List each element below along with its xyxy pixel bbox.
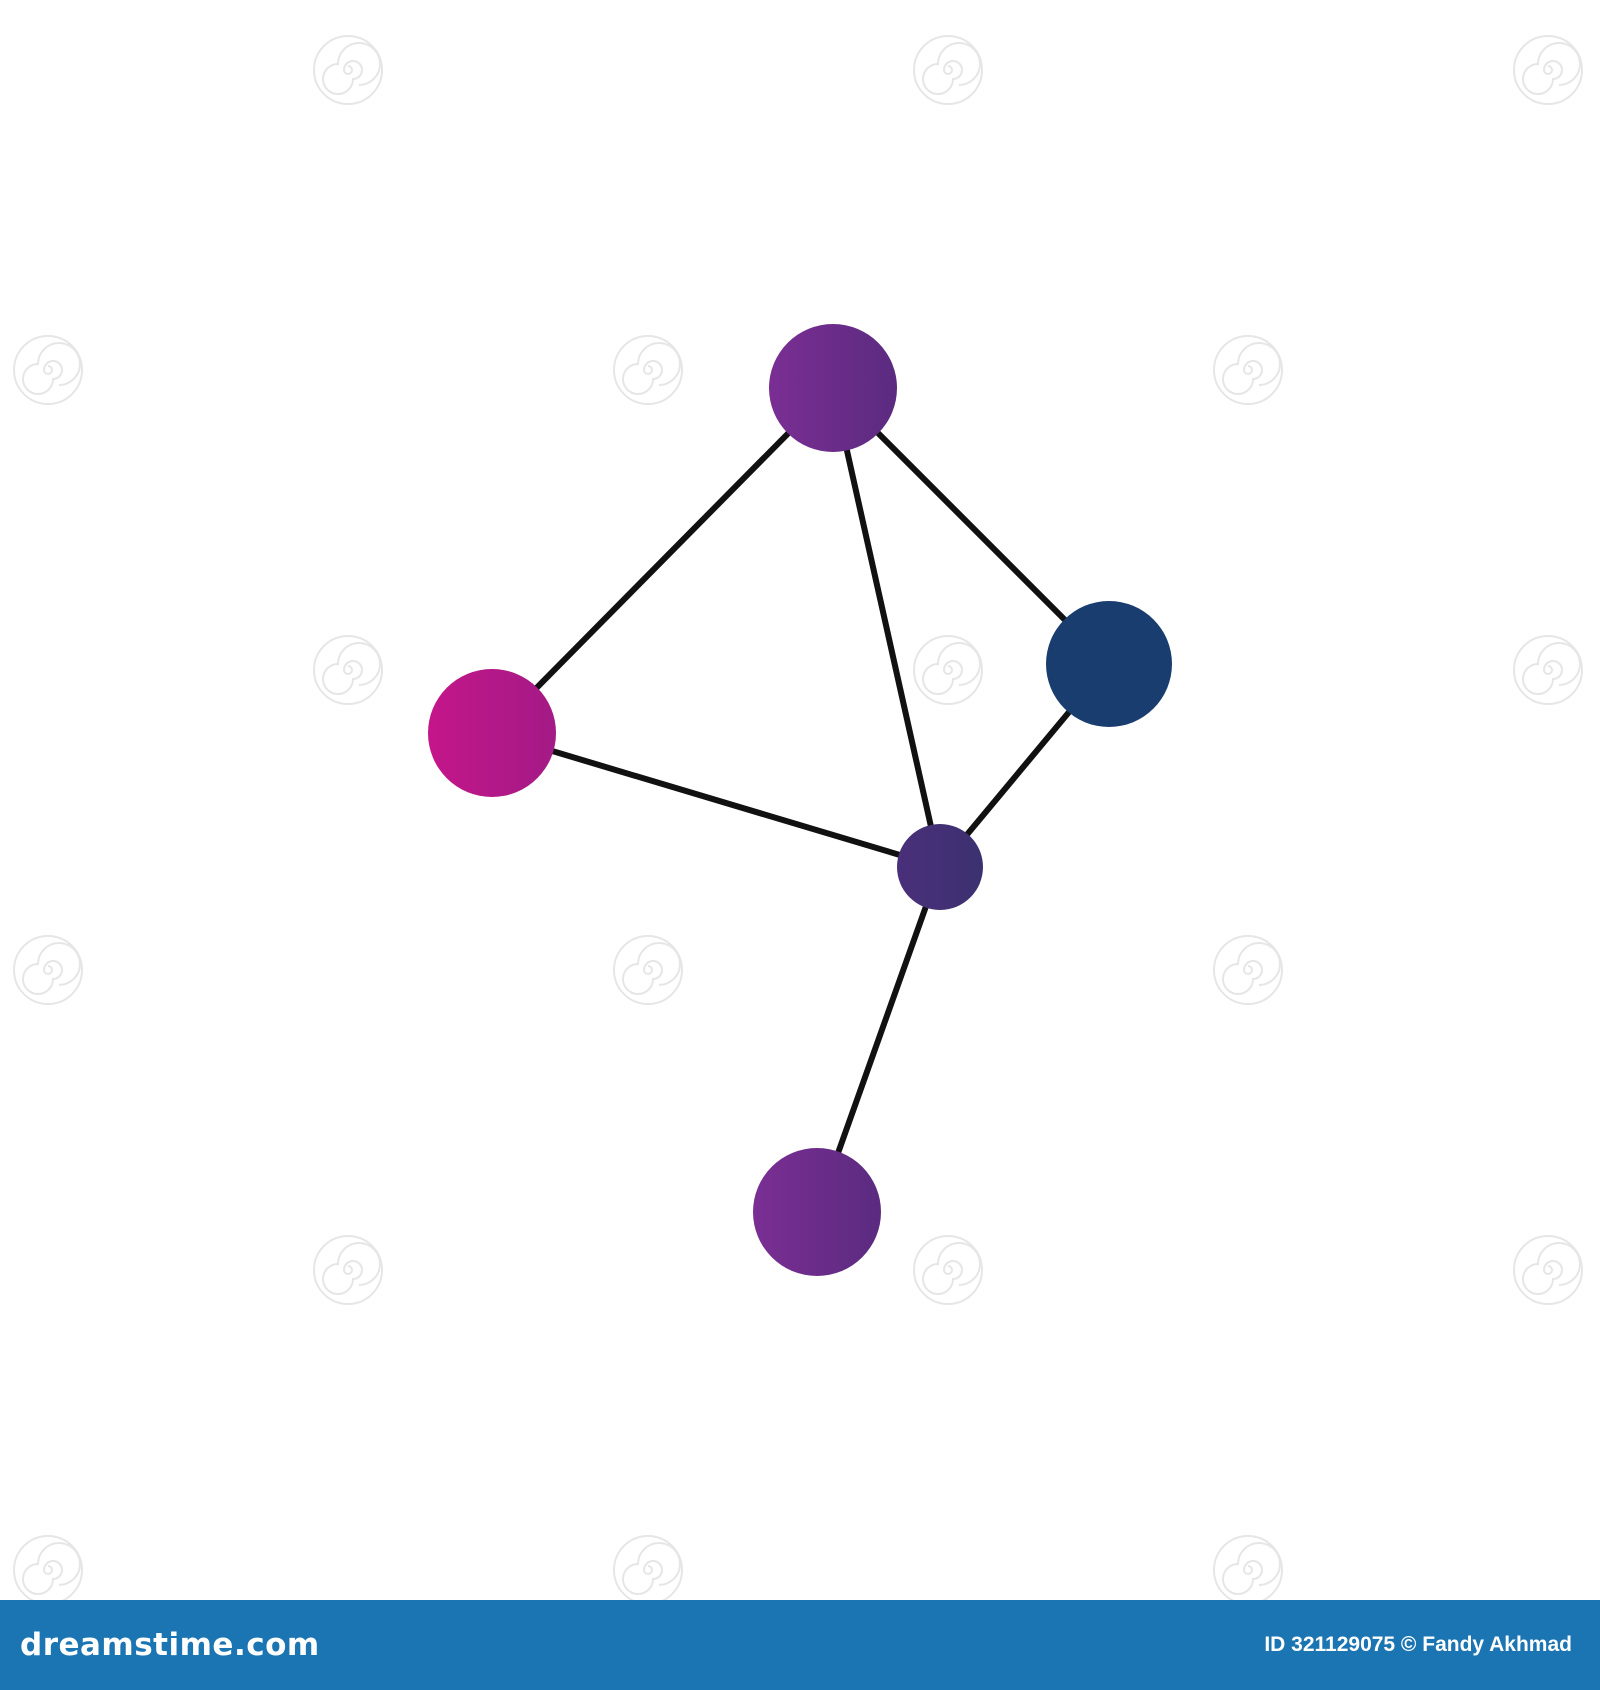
graph-nodes <box>428 324 1172 1276</box>
node-right <box>1046 601 1172 727</box>
node-left <box>428 669 556 797</box>
footer-bar: dreamstime.com ID 321129075 © Fandy Akhm… <box>0 1600 1600 1690</box>
brand-logo-text[interactable]: dreamstime.com <box>20 1627 320 1663</box>
node-center <box>897 824 983 910</box>
graph-edges <box>489 385 1112 1214</box>
edge-top-right <box>830 385 1112 667</box>
edge-top-center <box>830 387 943 868</box>
node-bottom <box>753 1148 881 1276</box>
edge-left-center <box>491 730 941 870</box>
image-credit: ID 321129075 © Fandy Akhmad <box>1264 1633 1572 1656</box>
edge-top-left <box>489 385 836 736</box>
node-top <box>769 324 897 452</box>
illustration-canvas <box>13 35 1583 1600</box>
network-graph <box>428 324 1172 1276</box>
